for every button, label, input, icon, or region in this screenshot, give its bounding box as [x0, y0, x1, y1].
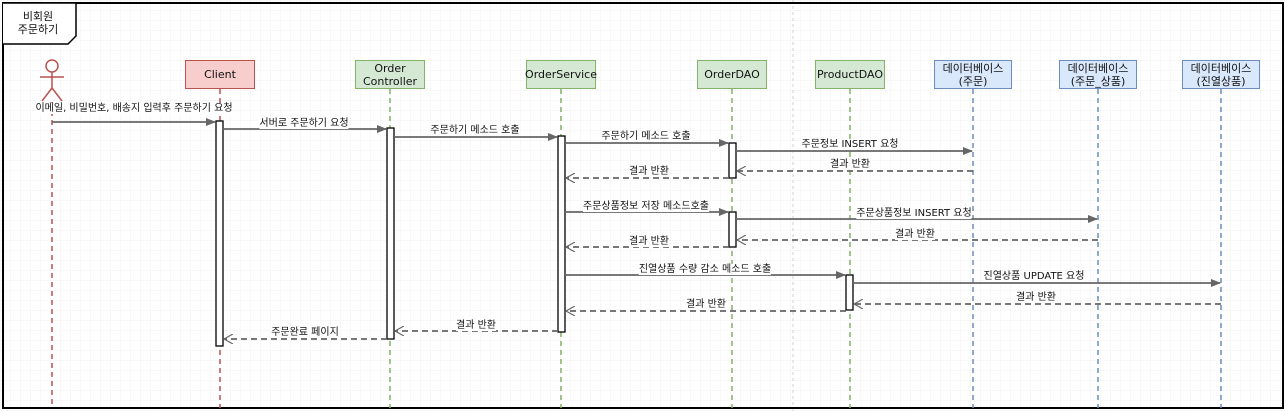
lifeline-box-order-service: OrderService: [525, 60, 597, 89]
lifeline-box-product-dao: ProductDAO: [815, 60, 885, 89]
activation-order-dao-1: [728, 142, 737, 179]
message-label-m12: 진열상품 수량 감소 메소드 호출: [638, 264, 772, 275]
lifeline-box-db-display-product: 데이터베이스 (진열상품): [1182, 60, 1260, 89]
activation-order-controller: [386, 127, 395, 340]
lifeline-box-order-dao: OrderDAO: [697, 60, 767, 89]
message-label-m7: 결과 반환: [629, 166, 669, 177]
message-label-m17: 주문완료 페이지: [271, 327, 339, 338]
lifeline-box-client: Client: [185, 60, 255, 89]
activation-product-dao: [845, 274, 854, 311]
frame-tab: [3, 2, 77, 45]
lifeline-box-order-controller: Order Controller: [355, 60, 425, 89]
activation-order-service: [557, 135, 566, 333]
message-label-m4: 주문하기 메소드 호출: [601, 131, 691, 142]
message-label-m3: 주문하기 메소드 호출: [430, 125, 520, 136]
message-label-m11: 결과 반환: [629, 236, 669, 247]
message-label-m15: 결과 반환: [686, 299, 726, 310]
message-label-m14: 결과 반환: [1016, 292, 1056, 303]
message-label-m8: 주문상품정보 저장 메소드호출: [583, 201, 709, 212]
activation-order-dao-2: [728, 211, 737, 248]
frame-title: 비회원 주문하기: [4, 4, 72, 42]
message-label-m6: 결과 반환: [830, 159, 870, 170]
message-label-m5: 주문정보 INSERT 요청: [801, 139, 899, 150]
lifeline-box-db-order: 데이터베이스 (주문): [934, 60, 1012, 89]
message-label-m16: 결과 반환: [456, 320, 496, 331]
message-label-m2: 서버로 주문하기 요청: [259, 118, 349, 129]
message-label-m9: 주문상품정보 INSERT 요청: [856, 208, 972, 219]
lifeline-box-db-order-product: 데이터베이스 (주문_상품): [1059, 60, 1137, 89]
activation-client: [215, 120, 224, 347]
actor-icon: [40, 59, 64, 102]
message-label-m13: 진열상품 UPDATE 요청: [983, 271, 1085, 282]
frame-title-line1: 비회원: [22, 10, 54, 23]
message-label-m10: 결과 반환: [895, 229, 935, 240]
message-label-m1: 이메일, 비밀번호, 배송지 입력후 주문하기 요청: [35, 103, 233, 114]
frame-title-line2: 주문하기: [17, 23, 59, 36]
